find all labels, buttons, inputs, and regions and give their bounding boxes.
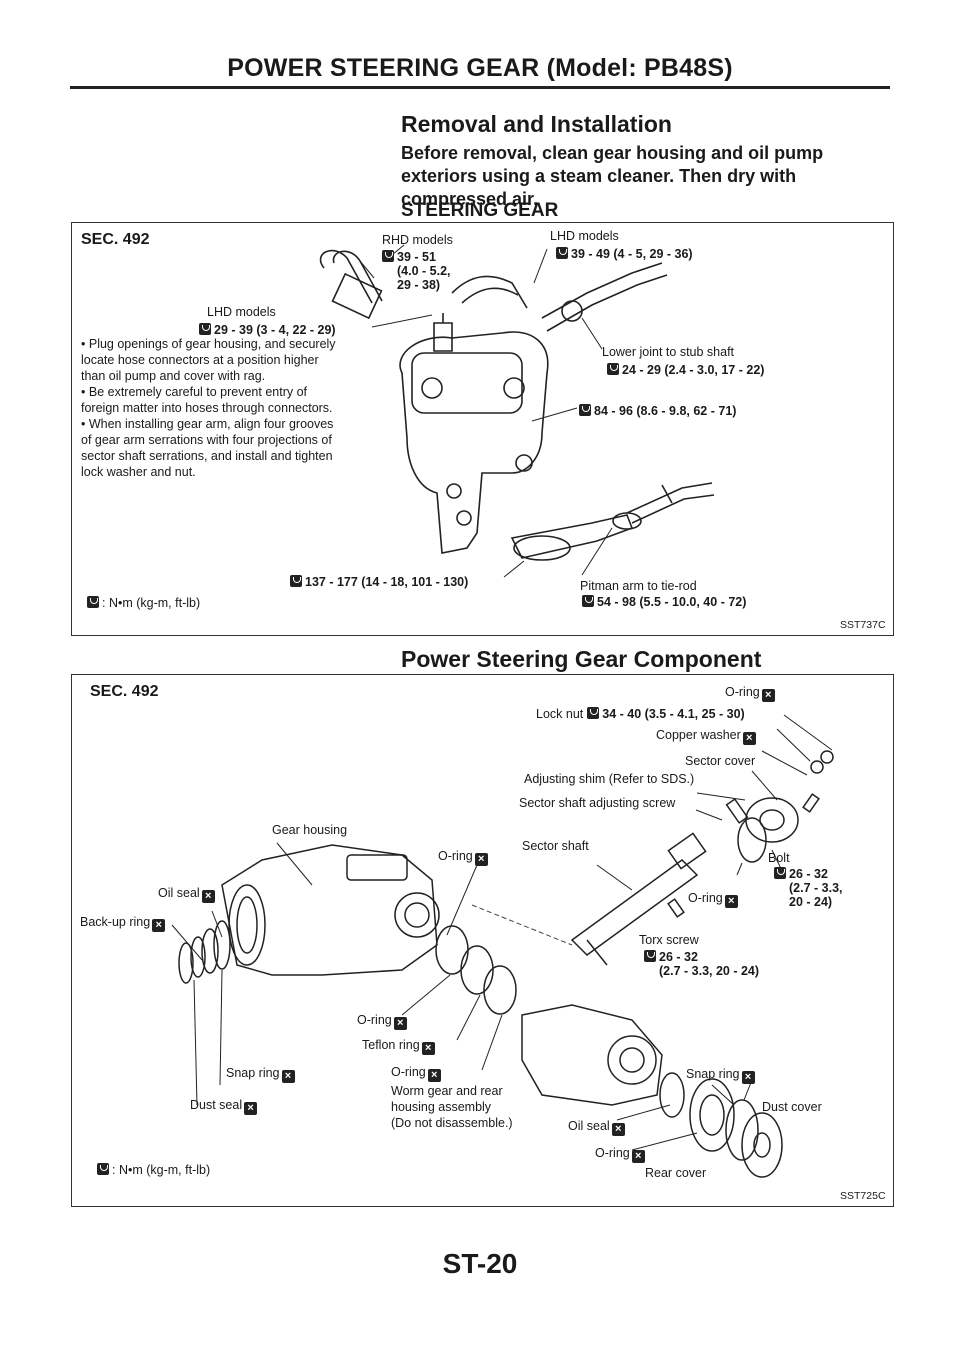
- oring-right-label: O-ring×: [688, 891, 738, 908]
- lhd-left-torque: 29 - 39 (3 - 4, 22 - 29): [199, 323, 336, 337]
- torx-screw-label: Torx screw: [639, 933, 699, 947]
- note-item: • Be extremely careful to prevent entry …: [81, 385, 333, 415]
- section-subtitle: STEERING GEAR: [401, 200, 559, 221]
- oil-seal-left-label: Oil seal×: [158, 886, 215, 903]
- legend2: : N•m (kg-m, ft-lb): [97, 1163, 210, 1177]
- torque-wrench-icon: [579, 404, 591, 416]
- section-title: Removal and Installation: [401, 111, 672, 137]
- replace-part-icon: ×: [474, 853, 488, 866]
- header-rule: [70, 86, 890, 89]
- lower-joint-torque: 24 - 29 (2.4 - 3.0, 17 - 22): [607, 363, 764, 377]
- lhd-models-top-label: LHD models: [550, 229, 619, 243]
- oring-lower-label: O-ring×: [357, 1013, 407, 1030]
- replace-part-icon: ×: [724, 895, 738, 908]
- snap-ring-left-label: Snap ring×: [226, 1066, 295, 1083]
- figure2-code: SST725C: [840, 1190, 886, 1202]
- figure1-code: SST737C: [840, 619, 886, 631]
- torque-wrench-icon: [587, 707, 600, 719]
- rear-cover-label: Rear cover: [645, 1166, 707, 1180]
- page-header-title: POWER STEERING GEAR (Model: PB48S): [227, 54, 733, 82]
- note-item: • When installing gear arm, align four g…: [81, 417, 334, 479]
- replace-part-icon: ×: [761, 689, 775, 702]
- figure1-sec: SEC. 492: [81, 231, 150, 248]
- lhd-top-torque: 39 - 49 (4 - 5, 29 - 36): [556, 247, 693, 261]
- replace-part-icon: ×: [393, 1017, 407, 1030]
- backup-ring-label: Back-up ring×: [80, 915, 166, 932]
- oring-mid-label: O-ring×: [438, 849, 488, 866]
- component-illustration: [72, 675, 892, 1205]
- bolt-torque: 26 - 32 (2.7 - 3.3, 20 - 24): [774, 867, 843, 909]
- steering-gear-figure: SEC. 492: [71, 222, 894, 636]
- replace-part-icon: ×: [201, 890, 215, 903]
- torque-wrench-icon: [644, 950, 656, 962]
- snap-ring-right-label: Snap ring×: [686, 1067, 755, 1084]
- component-figure: SEC. 492: [71, 674, 894, 1207]
- torx-torque: 26 - 32 (2.7 - 3.3, 20 - 24): [644, 950, 759, 978]
- worm-gear-label: Worm gear and rear housing assembly (Do …: [391, 1084, 513, 1130]
- steering-gear-illustration: [72, 223, 892, 634]
- lower-joint-label: Lower joint to stub shaft: [602, 345, 735, 359]
- replace-part-icon: ×: [611, 1123, 625, 1136]
- section-intro: Before removal, clean gear housing and o…: [401, 143, 824, 209]
- pitman-torque: 54 - 98 (5.5 - 10.0, 40 - 72): [582, 595, 746, 609]
- rhd-models-label: RHD models: [382, 233, 453, 247]
- replace-part-icon: ×: [427, 1069, 441, 1082]
- legend: : N•m (kg-m, ft-lb): [87, 596, 200, 610]
- torque-wrench-icon: [774, 867, 786, 879]
- oring-bottom-label: O-ring×: [595, 1146, 645, 1163]
- torque-wrench-icon: [582, 595, 594, 607]
- teflon-ring-label: Teflon ring×: [362, 1038, 435, 1055]
- adjusting-screw-label: Sector shaft adjusting screw: [519, 796, 676, 810]
- oring-top-label: O-ring×: [725, 685, 775, 702]
- torque-wrench-icon: [199, 323, 211, 335]
- mid-torque: 84 - 96 (8.6 - 9.8, 62 - 71): [579, 404, 736, 418]
- oring-worm-label: O-ring×: [391, 1065, 441, 1082]
- gear-housing-label: Gear housing: [272, 823, 348, 837]
- page-number: ST-20: [442, 1248, 518, 1279]
- sector-shaft-label: Sector shaft: [522, 839, 589, 853]
- dust-cover-label: Dust cover: [762, 1100, 822, 1114]
- torque-wrench-icon: [290, 575, 302, 587]
- replace-part-icon: ×: [281, 1070, 295, 1083]
- replace-part-icon: ×: [421, 1042, 435, 1055]
- torque-wrench-icon: [607, 363, 619, 375]
- torque-wrench-icon: [556, 247, 568, 259]
- replace-part-icon: ×: [742, 732, 756, 745]
- dust-seal-label: Dust seal×: [190, 1098, 258, 1115]
- replace-part-icon: ×: [741, 1071, 755, 1084]
- replace-part-icon: ×: [631, 1150, 645, 1163]
- installation-notes: • Plug openings of gear housing, and sec…: [81, 336, 343, 480]
- pitman-label: Pitman arm to tie-rod: [580, 579, 697, 593]
- component-title: Power Steering Gear Component: [401, 646, 762, 672]
- torque-wrench-icon: [382, 250, 394, 262]
- torque-wrench-icon: [97, 1163, 109, 1175]
- replace-part-icon: ×: [244, 1102, 258, 1115]
- oil-seal-right-label: Oil seal×: [568, 1119, 625, 1136]
- lhd-models-left-label: LHD models: [207, 305, 276, 319]
- figure2-sec: SEC. 492: [90, 683, 159, 700]
- adjusting-shim-label: Adjusting shim (Refer to SDS.): [524, 772, 695, 786]
- note-item: • Plug openings of gear housing, and sec…: [81, 337, 336, 383]
- sector-cover-label: Sector cover: [685, 754, 756, 768]
- bottom-torque: 137 - 177 (14 - 18, 101 - 130): [290, 575, 468, 589]
- replace-part-icon: ×: [152, 919, 166, 932]
- rhd-torque: 39 - 51 (4.0 - 5.2, 29 - 38): [382, 250, 451, 292]
- torque-wrench-icon: [87, 596, 99, 608]
- copper-washer-label: Copper washer×: [656, 728, 756, 745]
- bolt-label: Bolt: [768, 851, 790, 865]
